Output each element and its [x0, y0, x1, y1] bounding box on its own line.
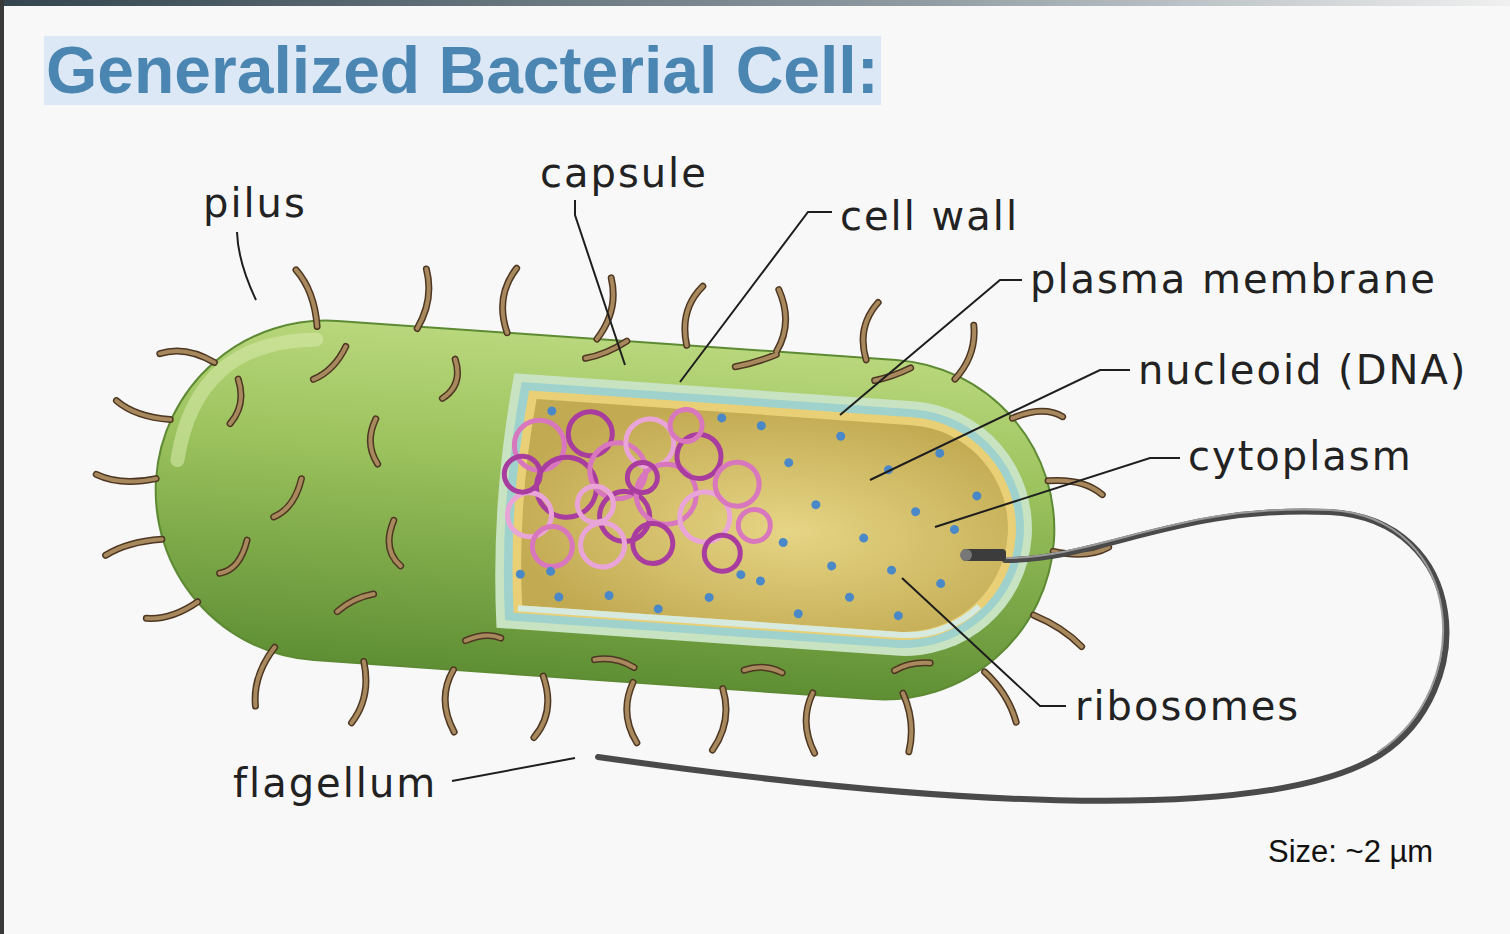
- part-label: nucleoid (DNA): [1138, 347, 1467, 393]
- leader-line: [840, 280, 1022, 415]
- leader-line: [452, 758, 575, 781]
- cytoplasm-area: [516, 399, 1015, 639]
- part-label: ribosomes: [1075, 683, 1300, 729]
- dna-loop: [714, 461, 761, 508]
- leader-line: [870, 370, 1130, 480]
- pili: [80, 240, 1125, 777]
- part-label: plasma membrane: [1030, 256, 1437, 302]
- dna-loop: [576, 485, 614, 523]
- dna-loop: [567, 410, 614, 457]
- part-label: capsule: [540, 150, 708, 196]
- flagellum-motor: [960, 549, 972, 561]
- size-note: Size: ~2 µm: [1268, 834, 1433, 870]
- leader-line: [575, 200, 625, 365]
- pilus-outline: [80, 240, 1125, 777]
- top-bar: [0, 0, 1510, 6]
- left-border: [0, 0, 4, 934]
- dna-loop: [631, 522, 674, 565]
- cell: [80, 240, 1125, 777]
- membrane-cut: [507, 390, 1023, 647]
- leader-line: [680, 212, 832, 382]
- flagellum: [598, 509, 1446, 800]
- cell-wall-cut: [498, 381, 1032, 656]
- flagellum-filament: [598, 511, 1446, 800]
- flagellum-highlight: [1005, 509, 1443, 752]
- dna-loop: [703, 534, 741, 572]
- ribosome-dots: [519, 405, 991, 632]
- dna-loop: [737, 508, 771, 542]
- leader-line: [237, 232, 256, 300]
- dna-loop: [579, 521, 626, 568]
- pilus: [80, 240, 1125, 777]
- leader-line: [902, 578, 1066, 706]
- part-label: cell wall: [840, 193, 1019, 239]
- dna-loop: [669, 408, 703, 442]
- diagram-title: Generalized Bacterial Cell:: [44, 36, 881, 105]
- dna-loop: [503, 455, 541, 493]
- dna-loop: [506, 491, 553, 538]
- part-label: cytoplasm: [1188, 433, 1413, 479]
- leader-line: [935, 458, 1180, 527]
- dna-loop: [531, 525, 574, 568]
- part-label: pilus: [203, 180, 307, 226]
- part-label: flagellum: [233, 760, 437, 806]
- nucleoid-dna: [498, 397, 778, 581]
- dna-loop: [626, 462, 658, 494]
